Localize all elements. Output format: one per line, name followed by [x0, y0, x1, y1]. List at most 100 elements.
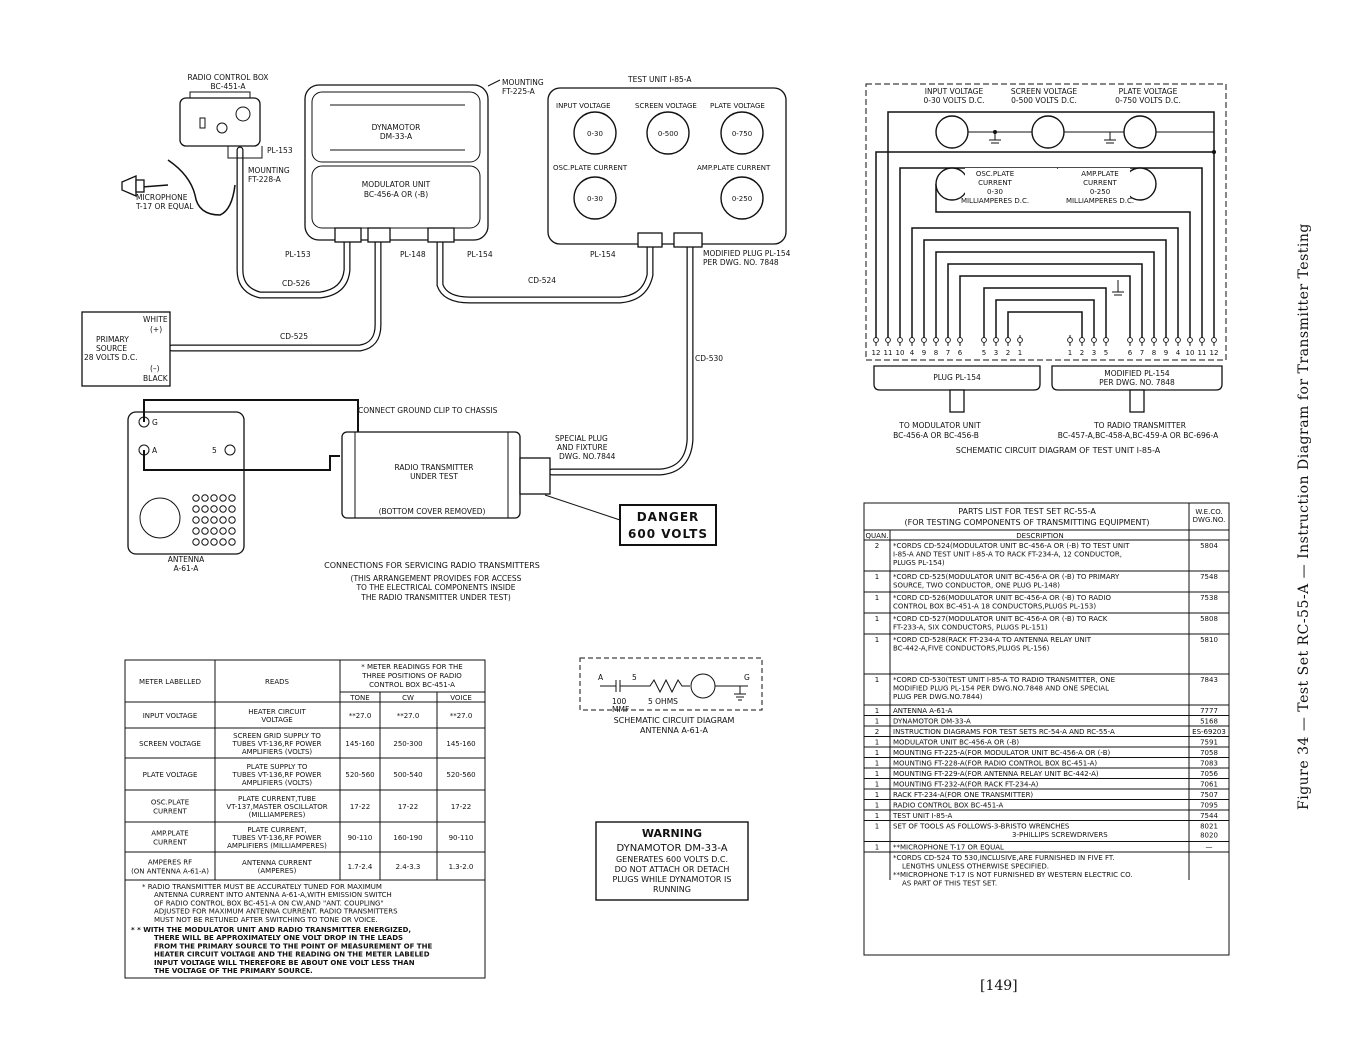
pin-label-left: 7 [946, 349, 950, 357]
sch-osc-2: CURRENT [978, 179, 1012, 187]
meter-voice: **27.0 [450, 712, 473, 720]
tu-meter-0-30b: 0-30 [587, 195, 603, 203]
schematic-wire [911, 227, 1179, 338]
ft228-label-1: MOUNTING [248, 166, 290, 175]
rt-label-2: UNDER TEST [410, 472, 458, 481]
meter-note-1: OF RADIO CONTROL BOX BC-451-A ON CW,AND … [154, 899, 384, 907]
meter-name: AMP.PLATE [151, 830, 188, 838]
meter-note-2: * * WITH THE MODULATOR UNIT AND RADIO TR… [131, 926, 411, 934]
black-label: BLACK [143, 374, 169, 383]
schematic-wire [995, 299, 1095, 338]
tu-meter-0-750: 0-750 [732, 130, 752, 138]
sch-title: SCHEMATIC CIRCUIT DIAGRAM OF TEST UNIT I… [956, 446, 1161, 455]
antenna-schematic: A 5 G 100 MMF 5 OHMS SCHEMATIC CIRCUIT D… [579, 657, 763, 735]
pin-label-right: 10 [1186, 349, 1195, 357]
meter-note-2: FROM THE PRIMARY SOURCE TO THE POINT OF … [154, 942, 432, 950]
meter-note-2: THE VOLTAGE OF THE PRIMARY SOURCE. [154, 967, 313, 975]
tu-meter-0-500: 0-500 [658, 130, 678, 138]
antenna-label-2: A-61-A [174, 564, 200, 573]
ground-symbol [989, 132, 1124, 296]
danger-label: DANGER [637, 510, 700, 524]
sch-to-radio-2: BC-457-A,BC-458-A,BC-459-A OR BC-696-A [1058, 431, 1219, 440]
junction-dot [993, 130, 997, 134]
sch-osc-1: OSC.PLATE [976, 170, 1014, 178]
pin-label-right: 1 [1068, 349, 1072, 357]
asch-5: 5 [632, 673, 637, 682]
tu-meter-0-250: 0-250 [732, 195, 752, 203]
part-description: MOUNTING FT-225-A(FOR MODULATOR UNIT BC-… [893, 749, 1110, 757]
meter-name: CURRENT [153, 808, 187, 816]
part-description: CONTROL BOX BC-451-A 18 CONDUCTORS,PLUGS… [893, 603, 1096, 611]
parts-list: PARTS LIST FOR TEST SET RC-55-A (FOR TES… [863, 502, 1230, 956]
part-quantity: 1 [875, 844, 879, 852]
junction-dot [1212, 150, 1216, 154]
part-quantity: 1 [875, 802, 879, 810]
meter-name: INPUT VOLTAGE [143, 712, 198, 720]
part-quantity: 1 [875, 739, 879, 747]
part-description: PLUGS PL-154) [893, 559, 945, 567]
part-description: I-85-A AND TEST UNIT I-85-A TO RACK FT-2… [893, 551, 1122, 559]
schematic-test-unit: INPUT VOLTAGE 0-30 VOLTS D.C. SCREEN VOL… [865, 83, 1227, 455]
ft228-label-2: FT-228-A [248, 175, 282, 184]
grille-hole [192, 516, 200, 524]
primary-source-1: PRIMARY [96, 335, 129, 344]
part-description: *CORD CD-525(MODULATOR UNIT BC-456-A OR … [893, 573, 1120, 581]
part-description: MODIFIED PLUG PL-154 PER DWG.NO.7848 AND… [893, 685, 1109, 693]
part-quantity: 1 [875, 823, 879, 831]
rt-label-1: RADIO TRANSMITTER [395, 463, 474, 472]
part-dwg-no: 7591 [1200, 739, 1218, 747]
meter-voice: 145-160 [446, 740, 475, 748]
part-description: RACK FT-234-A(FOR ONE TRANSMITTER) [893, 791, 1033, 799]
part-dwg-no: 7056 [1200, 770, 1218, 778]
meter-voice: 1.3-2.0 [449, 863, 474, 871]
conn-caption-4: THE RADIO TRANSMITTER UNDER TEST) [360, 593, 511, 602]
asch-title-1: SCHEMATIC CIRCUIT DIAGRAM [614, 716, 735, 725]
white-label: WHITE [143, 315, 168, 324]
pin [1163, 337, 1169, 343]
meter-reads: VT-137,MASTER OSCILLATOR [226, 803, 327, 811]
sch-input-2: 0-30 VOLTS D.C. [924, 96, 985, 105]
modulator-label-1: MODULATOR UNIT [362, 180, 431, 189]
mt-sub-cw: CW [402, 694, 414, 702]
sch-screen-1: SCREEN VOLTAGE [1011, 87, 1078, 96]
minus-label: (–) [150, 364, 160, 373]
part-dwg-no: 7507 [1200, 791, 1218, 799]
pin-label-right: 3 [1092, 349, 1096, 357]
pin-label-right: 8 [1152, 349, 1156, 357]
meter-name: PLATE VOLTAGE [143, 771, 198, 779]
part-description: RADIO CONTROL BOX BC-451-A [893, 802, 1004, 810]
part-description: FT-233-A, SIX CONDUCTORS, PLUGS PL-151) [893, 624, 1048, 632]
pin [993, 337, 999, 343]
part-quantity: 1 [875, 812, 879, 820]
meter-note-1: ADJUSTED FOR MAXIMUM ANTENNA CURRENT. RA… [154, 908, 398, 916]
meter-voice: 90-110 [449, 834, 474, 842]
antenna-grille [192, 494, 236, 546]
meter-reads: VOLTAGE [261, 716, 292, 724]
grille-hole [228, 516, 236, 524]
pl148-label: PL-148 [400, 250, 426, 259]
sch-amp-3: 0-250 [1090, 188, 1110, 196]
grille-hole [219, 527, 227, 535]
mod-plug-label-2: PER DWG. NO. 7848 [703, 258, 779, 267]
pin [945, 337, 951, 343]
cd525-label: CD-525 [280, 332, 308, 341]
ground-clip-label: CONNECT GROUND CLIP TO CHASSIS [358, 406, 498, 415]
meter-reads: TUBES VT-136,RF POWER [232, 834, 322, 842]
part-quantity: 1 [875, 594, 879, 602]
meter-cw: 250-300 [393, 740, 422, 748]
part-description: MODULATOR UNIT BC-456-A OR (-B) [893, 739, 1019, 747]
sch-amp-4: MILLIAMPERES D.C. [1066, 197, 1134, 205]
warning-body-3: PLUGS WHILE DYNAMOTOR IS [613, 875, 732, 884]
grille-hole [210, 538, 218, 546]
sch-screen-2: 0-500 VOLTS D.C. [1011, 96, 1077, 105]
pin-label-left: 4 [910, 349, 915, 357]
pin-label-right: 12 [1210, 349, 1219, 357]
special-plug-1: SPECIAL PLUG [555, 434, 608, 443]
part-dwg-no: 7548 [1200, 573, 1218, 581]
parts-note: **MICROPHONE T-17 IS NOT FURNISHED BY WE… [893, 871, 1133, 879]
warning-title: WARNING [642, 827, 702, 840]
pin [1103, 337, 1109, 343]
meter-tone: 1.7-2.4 [348, 863, 373, 871]
part-quantity: 1 [875, 615, 879, 623]
